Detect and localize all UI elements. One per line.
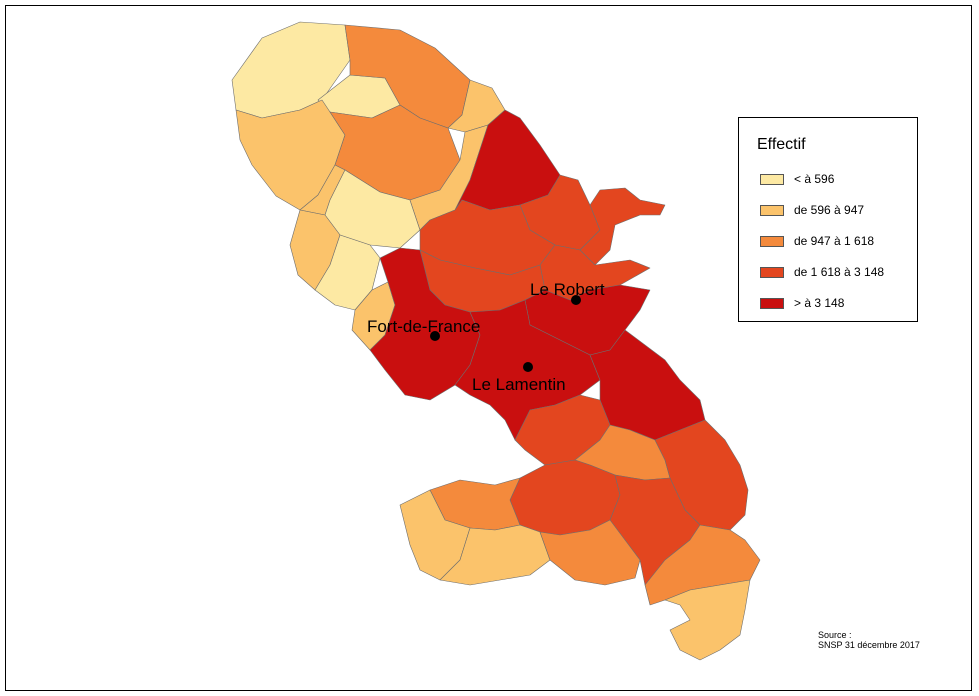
source-note: Source : SNSP 31 décembre 2017 (818, 630, 920, 650)
cities-layer: Le Robert Fort-de-France Le Lamentin (367, 280, 605, 394)
city-label-le-lamentin: Le Lamentin (472, 375, 566, 394)
legend-swatch (760, 235, 784, 247)
legend-item: de 596 à 947 (760, 202, 864, 218)
city-label-le-robert: Le Robert (530, 280, 605, 299)
communes-layer (231, 21, 761, 661)
legend-swatch (760, 204, 784, 216)
legend-label: > à 3 148 (794, 296, 845, 310)
legend-item: < à 596 (760, 171, 834, 187)
legend-label: de 1 618 à 3 148 (794, 265, 885, 279)
legend-label: de 596 à 947 (794, 203, 865, 217)
map-legend: Effectif < à 596 de 596 à 947 de 947 à 1… (738, 117, 918, 322)
commune-sainte-anne (664, 579, 751, 661)
legend-swatch (760, 173, 784, 185)
legend-label: de 947 à 1 618 (794, 234, 875, 248)
legend-label: < à 596 (794, 172, 835, 186)
legend-item: de 947 à 1 618 (760, 233, 874, 249)
legend-title: Effectif (757, 136, 806, 153)
source-text: SNSP 31 décembre 2017 (818, 640, 920, 650)
city-dot-fort-de-france (430, 331, 440, 341)
legend-swatch (760, 297, 784, 309)
source-label: Source : (818, 630, 852, 640)
legend-swatch (760, 266, 784, 278)
city-label-fort-de-france: Fort-de-France (367, 317, 480, 336)
legend-item: de 1 618 à 3 148 (760, 264, 884, 280)
legend-item: > à 3 148 (760, 295, 844, 311)
city-dot-le-robert (571, 295, 581, 305)
city-dot-le-lamentin (523, 362, 533, 372)
commune-sainte-marie (579, 187, 666, 266)
commune-sainte-luce (539, 519, 641, 586)
